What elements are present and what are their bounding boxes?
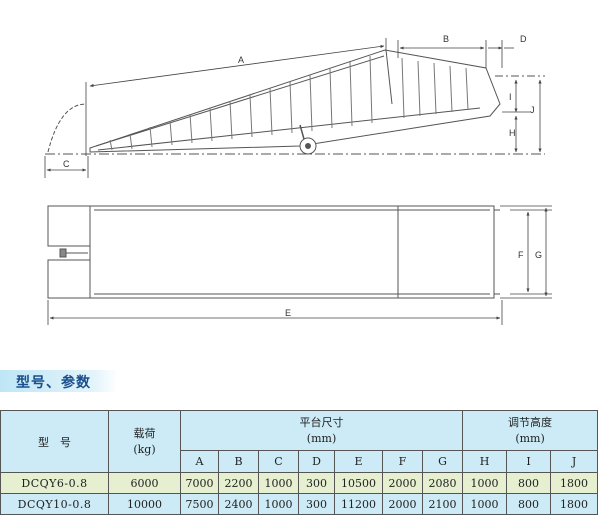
subcol-a: A [180, 450, 219, 473]
dim-label-a: A [238, 55, 244, 65]
subcol-e: E [334, 450, 383, 473]
dim-label-d: D [520, 34, 527, 44]
value-cell: 2400 [218, 493, 259, 515]
dim-label-g: G [535, 250, 542, 260]
dim-label-h: H [509, 128, 516, 138]
subcol-g: G [421, 450, 464, 473]
ramp-lattice [109, 55, 469, 151]
value-cell: 2000 [382, 472, 423, 494]
value-cell: 2200 [218, 472, 259, 494]
platform-header: 平台尺寸 [299, 415, 344, 429]
load-header-cell: 载荷 (kg) [108, 410, 181, 473]
platform-header-cell: 平台尺寸 (mm) [179, 410, 464, 451]
value-cell: 1800 [550, 493, 599, 515]
subcol-c: C [258, 450, 299, 473]
section-title-bar [0, 370, 118, 392]
section-title: 型号、参数 [16, 375, 91, 391]
model-header: 型 号 [38, 435, 71, 449]
dim-label-f: F [518, 250, 524, 260]
value-cell: 300 [298, 472, 335, 494]
value-cell: 11200 [334, 493, 383, 515]
platform-unit: (mm) [306, 431, 337, 445]
table-row: DCQY6-0.8 6000 7000 2200 1000 300 10500 … [0, 472, 599, 494]
dim-label-e: E [285, 308, 291, 318]
value-cell: 2000 [382, 493, 423, 515]
dim-label-c: C [63, 159, 70, 169]
subcol-d: D [298, 450, 335, 473]
model-header-cell: 型 号 [0, 410, 109, 473]
subcol-h: H [462, 450, 508, 473]
spec-table: 型 号 载荷 (kg) 平台尺寸 (mm) 调节高度 (mm) A B C D … [0, 410, 599, 515]
side-dimensions [44, 38, 542, 178]
subcol-b: B [218, 450, 259, 473]
top-dimensions [47, 205, 552, 325]
value-cell: 7500 [180, 493, 219, 515]
load-unit: (kg) [133, 442, 156, 456]
dim-label-b: B [443, 34, 449, 44]
value-cell: 10500 [334, 472, 383, 494]
height-header-cell: 调节高度 (mm) [462, 410, 599, 451]
top-view [47, 205, 500, 299]
value-cell: 300 [298, 493, 335, 515]
height-unit: (mm) [515, 431, 545, 445]
load-cell: 10000 [108, 493, 181, 515]
height-header: 调节高度 [508, 415, 553, 429]
subcol-i: I [506, 450, 552, 473]
model-cell: DCQY6-0.8 [0, 472, 109, 494]
dim-label-i: I [509, 92, 512, 102]
value-cell: 800 [506, 472, 552, 494]
value-cell: 7000 [180, 472, 219, 494]
value-cell: 800 [506, 493, 552, 515]
load-cell: 6000 [108, 472, 181, 494]
subcol-f: F [382, 450, 423, 473]
model-cell: DCQY10-0.8 [0, 493, 109, 515]
value-cell: 1000 [462, 472, 508, 494]
side-view [45, 49, 545, 155]
value-cell: 2100 [421, 493, 464, 515]
value-cell: 2080 [421, 472, 464, 494]
ramp-technical-drawing: A B D C I H J E F G [44, 34, 552, 325]
dim-label-j: J [530, 105, 535, 115]
load-header: 载荷 [133, 426, 156, 440]
value-cell: 1000 [258, 493, 299, 515]
value-cell: 1000 [258, 472, 299, 494]
value-cell: 1800 [550, 472, 599, 494]
table-row: DCQY10-0.8 10000 7500 2400 1000 300 1120… [0, 493, 599, 515]
value-cell: 1000 [462, 493, 508, 515]
subcol-j: J [550, 450, 599, 473]
